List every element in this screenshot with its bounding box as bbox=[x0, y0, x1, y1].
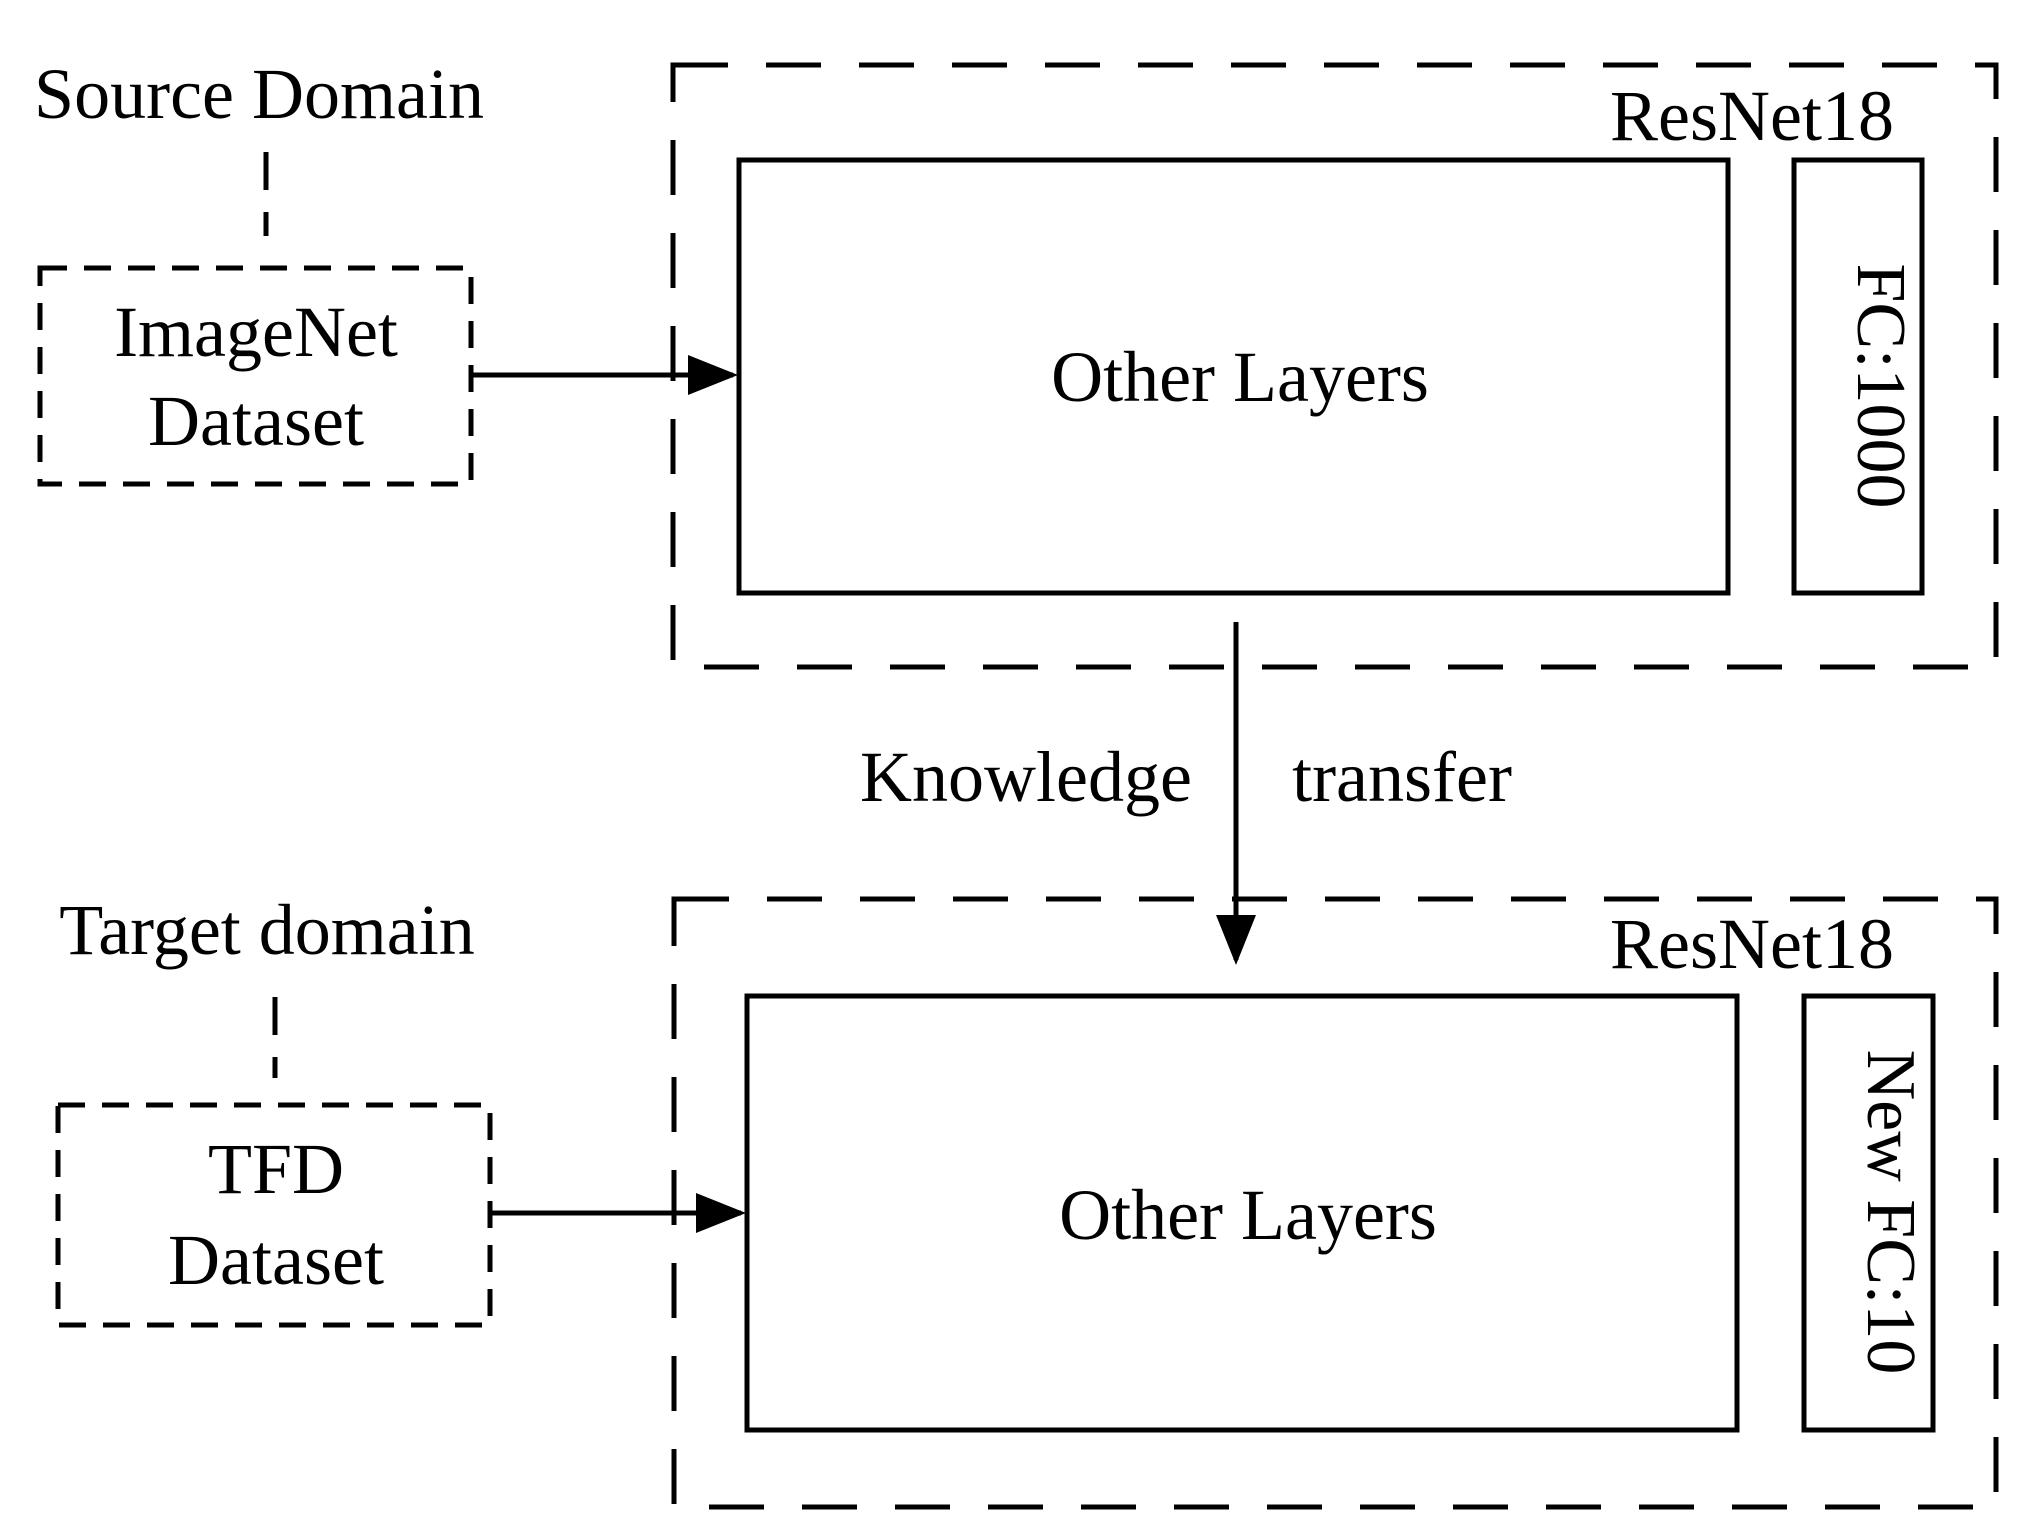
knowledge-transfer-word2: transfer bbox=[1292, 737, 1512, 817]
target-fc-label: New FC:10 bbox=[1852, 1050, 1929, 1375]
target-other-layers-box bbox=[744, 993, 1740, 1433]
target-domain-label: Target domain bbox=[59, 890, 475, 970]
source-dataset-name: ImageNet bbox=[114, 292, 398, 372]
target-fc-box bbox=[1801, 993, 1936, 1433]
source-network-container: ResNet18 Other Layers FC:1000 bbox=[670, 62, 1999, 670]
target-other-layers-label: Other Layers bbox=[1059, 1175, 1437, 1255]
source-other-layers-box bbox=[736, 157, 1731, 596]
source-dataset-word: Dataset bbox=[148, 381, 364, 461]
target-network-container: ResNet18 Other Layers New FC:10 bbox=[671, 896, 1999, 1510]
source-network-label: ResNet18 bbox=[1610, 76, 1894, 156]
target-network-label: ResNet18 bbox=[1610, 904, 1894, 984]
source-fc-box bbox=[1791, 157, 1925, 596]
target-dataset-box: TFD Dataset bbox=[55, 1102, 493, 1328]
source-network-border bbox=[670, 62, 1999, 670]
knowledge-transfer-word1: Knowledge bbox=[860, 737, 1192, 817]
source-fc-label: FC:1000 bbox=[1842, 263, 1919, 508]
source-domain-label: Source Domain bbox=[34, 54, 484, 134]
target-network-border bbox=[671, 896, 1999, 1510]
target-dataset-word: Dataset bbox=[168, 1220, 384, 1300]
source-other-layers-label: Other Layers bbox=[1051, 337, 1429, 417]
source-dataset-box: ImageNet Dataset bbox=[37, 265, 474, 487]
target-dataset-name: TFD bbox=[208, 1129, 344, 1209]
